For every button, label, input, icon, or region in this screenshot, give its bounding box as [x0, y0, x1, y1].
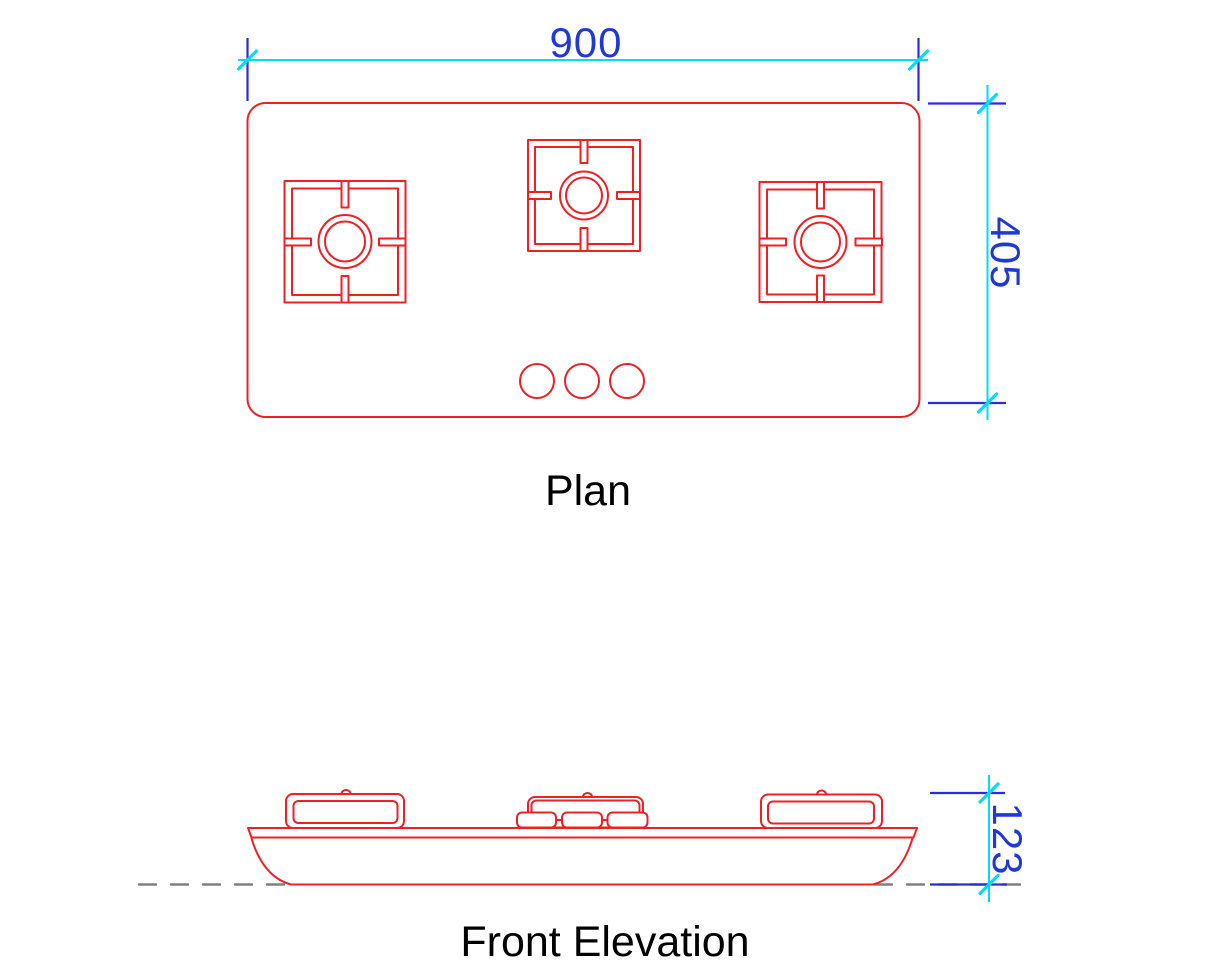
burner-right-grate-finger-top [816, 181, 825, 210]
grate-right-inner [767, 800, 875, 825]
dimension-plan-width: 900 [236, 19, 930, 101]
tick-mark-left [236, 49, 259, 71]
burner-left-grate-finger-left [283, 237, 312, 247]
burner-center-grate-finger-left [527, 191, 552, 200]
hob-band-right-end [912, 827, 918, 839]
grate-left-elevation [285, 789, 405, 829]
burner-center-ring-outer [559, 170, 609, 221]
hob-outline-plan [246, 102, 921, 418]
burner-left-grate-finger-bottom [340, 275, 350, 304]
knob-2-elevation [561, 811, 603, 829]
knob-3-elevation [606, 811, 649, 829]
burner-center-grate-finger-top [579, 139, 589, 164]
burner-left-plan [283, 180, 407, 304]
burner-left-ring-outer [317, 214, 373, 269]
knob-1-plan [519, 363, 555, 399]
grate-center-elevation [516, 792, 649, 829]
knob-3-plan [609, 363, 645, 399]
front-elevation-view: 123 [138, 775, 1031, 902]
front-elevation-view-label: Front Elevation [460, 918, 749, 966]
grate-left-top-lug [340, 789, 352, 795]
plan-view-label: Plan [545, 467, 631, 515]
knob-2-plan [564, 363, 600, 399]
burner-right-plan [758, 181, 883, 303]
dimension-plan-height: 405 [928, 85, 1029, 420]
burner-center-plan [527, 139, 641, 252]
dimension-value-height: 123 [984, 802, 1031, 875]
burner-left-grate-finger-top [340, 180, 350, 209]
dimension-value-width: 900 [549, 19, 622, 66]
grate-right-elevation [760, 789, 883, 829]
burner-left-grate-finger-right [378, 237, 407, 247]
tick-mark-top [978, 782, 1000, 804]
dimension-elevation-height: 123 [930, 775, 1031, 902]
grate-right-top-lug [816, 789, 827, 796]
burner-right-ring-inner [800, 221, 841, 263]
hob-band-left-end [247, 827, 253, 839]
tick-mark-bottom [978, 873, 1000, 896]
hob-underbody-profile [250, 837, 914, 886]
dimension-value-height: 405 [982, 216, 1029, 289]
burner-left-ring-inner [324, 220, 366, 263]
burner-right-ring-outer [793, 215, 848, 269]
plan-view [246, 102, 921, 418]
burner-center-ring-inner [565, 176, 603, 215]
tick-mark-right [907, 49, 930, 71]
knob-1-elevation [516, 811, 557, 829]
grate-left-inner [292, 800, 399, 824]
hob-top-band-elevation [247, 827, 918, 839]
grate-center-top-lug [582, 792, 593, 798]
burner-center-grate-finger-right [616, 191, 641, 200]
burner-center-grate-finger-bottom [579, 227, 589, 252]
tick-mark-bottom [976, 392, 999, 414]
control-knobs-plan [519, 363, 645, 399]
burner-right-grate-finger-bottom [816, 274, 825, 303]
burner-right-grate-finger-left [758, 237, 787, 247]
tick-mark-top [976, 92, 999, 115]
burner-right-grate-finger-right [854, 237, 883, 247]
